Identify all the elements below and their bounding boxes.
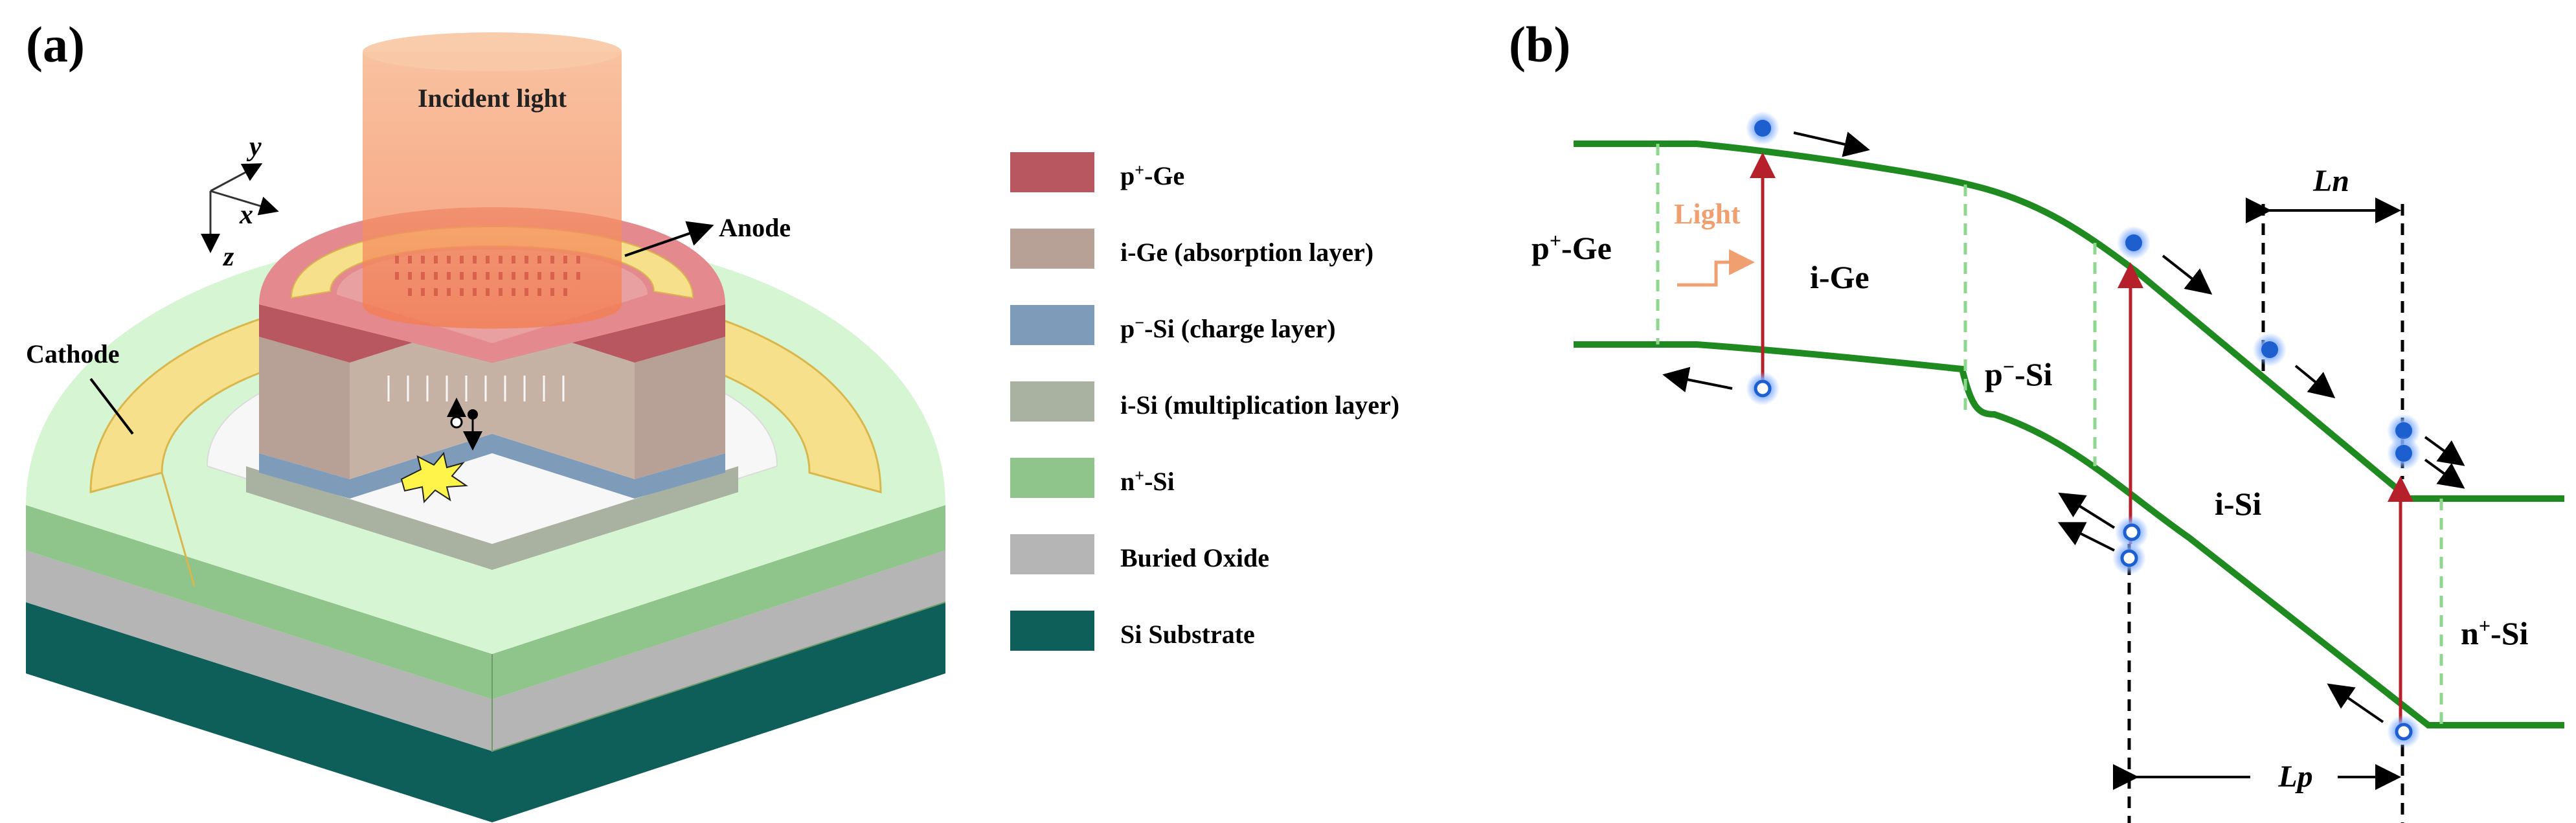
nplus-layer [26,505,945,699]
legend-swatch [1010,381,1094,422]
electron-icon [2261,341,2278,358]
panel-a: (a) [26,16,946,822]
legend-label: p−-Si (charge layer) [1120,313,1336,344]
layer-legend: p+-Ge i-Ge (absorption layer) p−-Si (charg… [1010,152,1399,651]
carrier-pair [447,398,482,451]
light-label: Light [1674,198,1741,230]
legend-label: p+-Ge [1120,161,1184,191]
legend-swatch [1010,458,1094,498]
region-pge-label: p+-Ge [1531,229,1612,266]
axis-z-label: z [222,242,234,272]
legend-swatch [1010,611,1094,651]
excitation-arrows [1750,152,2413,725]
valence-band [1574,341,2564,728]
avalanche-spark-icon [400,451,468,504]
electron-icon [2395,422,2412,439]
electron-icon [2395,445,2412,462]
substrate-layer [26,602,945,822]
region-ige-label: i-Ge [1810,259,1870,295]
legend-swatch [1010,229,1094,269]
region-isi-label: i-Si [2215,486,2261,522]
axis-x-label: x [239,200,253,230]
axis-y-label: y [246,132,262,162]
panel-b: (b) Ln Lp p+-Ge i-Ge p−-Si i-Si n+-Si [1509,16,2564,823]
hole-icon [2123,523,2141,541]
incident-light-label: Incident light [418,84,567,113]
legend-swatch [1010,305,1094,345]
ln-label: Ln [2312,164,2349,198]
hole-icon [2395,723,2413,741]
electron-icon [1754,120,1771,137]
anode-label: Anode [719,213,791,242]
legend-swatch [1010,152,1094,192]
legend-label: Buried Oxide [1120,543,1269,572]
motion-arrows [1662,131,2465,723]
cathode-label: Cathode [26,339,119,368]
legend-label: i-Ge (absorption layer) [1120,238,1373,267]
hole-icon [1754,379,1772,398]
legend-swatch [1010,534,1094,574]
oxide-layer [26,550,945,751]
conduction-band [1574,141,2564,502]
light-arrow-icon [1677,249,1755,287]
region-nsi-label: n+-Si [2461,614,2529,651]
panel-a-label: (a) [26,16,85,73]
incident-light-beam [363,32,622,401]
lp-label: Lp [2277,760,2312,794]
legend-label: Si Substrate [1120,620,1255,649]
legend-label: i-Si (multiplication layer) [1120,390,1399,420]
hole-icon [2120,549,2138,567]
region-boundaries [1656,144,2443,725]
electron-icon [2125,234,2142,251]
isi-layer [246,466,738,570]
region-psi-label: p−-Si [1985,355,2053,392]
panel-b-label: (b) [1509,16,1570,73]
legend-label: n+-Si [1120,466,1175,497]
axes-icon [201,163,279,253]
carriers [1746,111,2421,749]
